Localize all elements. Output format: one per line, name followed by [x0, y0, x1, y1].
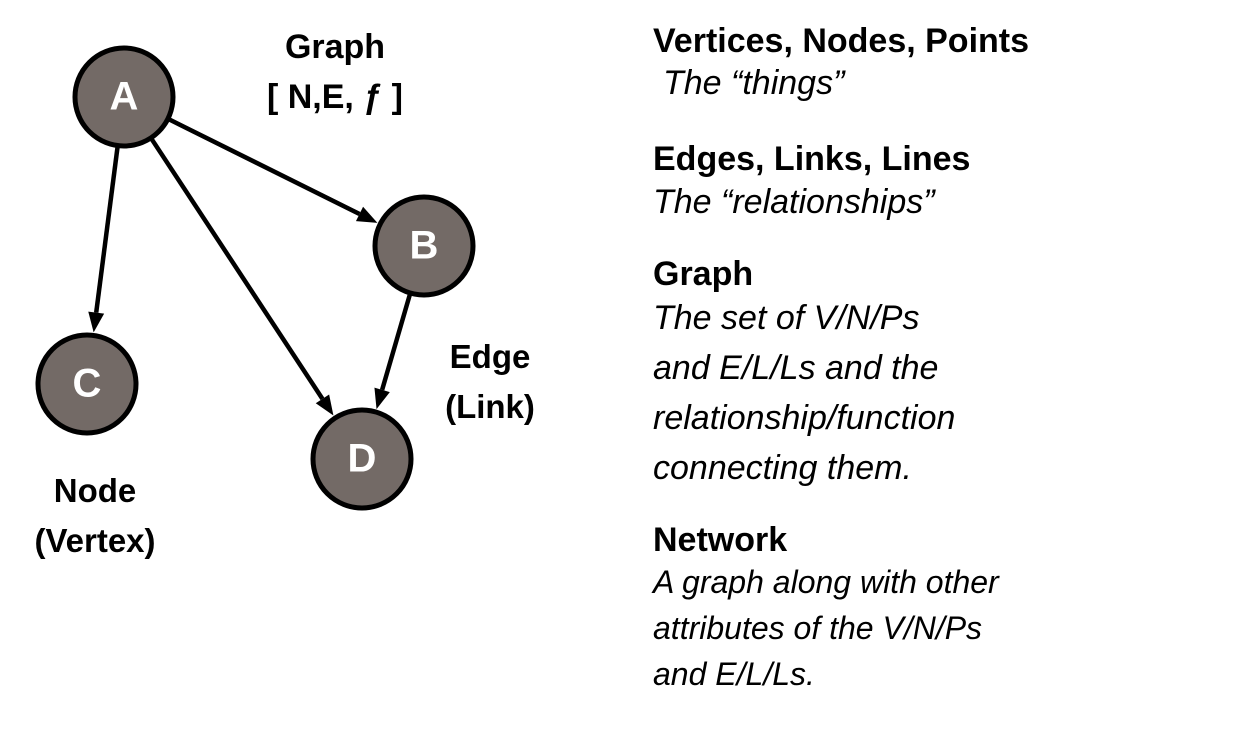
edge-b-d [379, 292, 413, 391]
node-label: D [348, 437, 377, 481]
node-caption: Node (Vertex) [15, 466, 175, 566]
edge-caption-line2: (Link) [445, 388, 535, 425]
arrowhead-a-d [315, 394, 334, 416]
edge-a-d [149, 136, 325, 401]
node-label: C [73, 362, 102, 406]
definition-network: Network A graph along with other attribu… [653, 521, 999, 697]
arrowhead-a-c [88, 311, 105, 333]
definition-term: Graph [653, 255, 754, 293]
definition-graph: Graph The set of V/N/Ps and E/L/Ls and t… [653, 255, 955, 493]
definition-description: The “things” [663, 64, 845, 102]
graph-title: Graph [ N,E, ƒ ] [235, 22, 435, 122]
definition-term: Vertices, Nodes, Points [653, 22, 1030, 60]
edge-a-c [93, 145, 120, 313]
definition-edges: Edges, Links, Lines The “relationships” [653, 140, 970, 226]
definition-description: The set of V/N/Ps and E/L/Ls and the rel… [653, 299, 956, 487]
definition-vertices: Vertices, Nodes, Points The “things” [653, 22, 1029, 106]
graph-title-tuple: [ N,E, ƒ ] [266, 78, 404, 116]
node-circle [35, 332, 139, 436]
definition-term: Edges, Links, Lines [653, 140, 971, 178]
arrowhead-b-d [374, 387, 390, 410]
edge-a-b [166, 116, 361, 216]
node-caption-line1: Node [53, 472, 137, 509]
graph-title-word: Graph [284, 28, 386, 66]
node-d: D [310, 407, 414, 511]
node-c: C [35, 332, 139, 436]
definition-description: The “relationships” [653, 183, 935, 221]
edge-caption-line1: Edge [449, 338, 531, 375]
node-circle [310, 407, 414, 511]
arrowhead-a-b [355, 206, 378, 223]
definition-description: A graph along with other attributes of t… [653, 564, 999, 692]
definition-term: Network [653, 521, 788, 559]
node-a: A [72, 45, 176, 149]
node-circle [72, 45, 176, 149]
node-caption-line2: (Vertex) [34, 522, 156, 559]
graph-diagram: A B C D [35, 45, 476, 511]
node-label: B [410, 224, 439, 268]
node-circle [372, 194, 476, 298]
node-label: A [110, 75, 139, 119]
edge-caption: Edge (Link) [425, 332, 555, 432]
node-b: B [372, 194, 476, 298]
